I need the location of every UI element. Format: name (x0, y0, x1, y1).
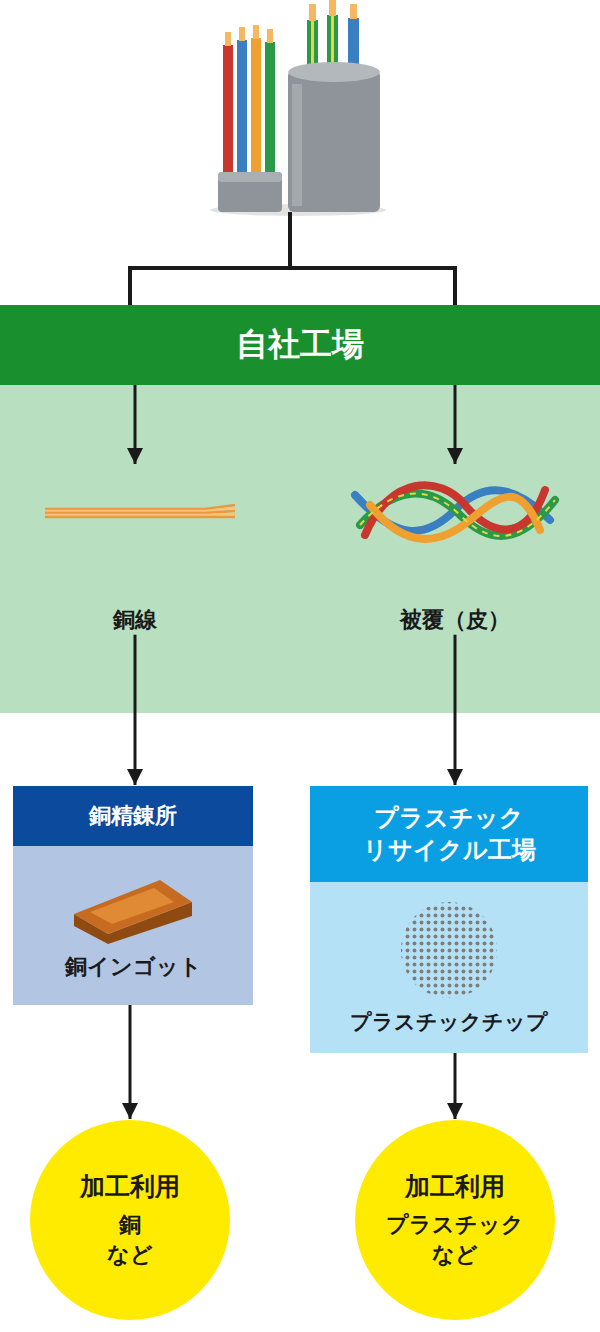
usage-heading: 加工利用 (80, 1170, 180, 1204)
product-label: 銅インゴット (65, 952, 202, 982)
flow-arrow (134, 635, 137, 785)
facility-header: プラスチック リサイクル工場 (310, 786, 588, 882)
facility-body: プラスチックチップ (310, 882, 588, 1053)
flow-arrow (129, 1005, 132, 1119)
usage-body: プラスチック など (382, 1210, 527, 1269)
factory-band: 自社工場銅線 被覆（皮） (0, 305, 600, 713)
material-item: 銅線 (35, 465, 235, 635)
facility-name: 銅精錬所 (89, 801, 177, 831)
factory-region (0, 385, 600, 713)
copper-wire-illustration (35, 465, 235, 565)
sheath-illustration (350, 465, 560, 565)
material-label: 銅線 (35, 605, 235, 635)
usage-body: 銅 など (101, 1210, 158, 1269)
flow-arrow (454, 385, 457, 464)
cable-illustration (210, 0, 386, 216)
flow-arrow (454, 635, 457, 785)
facility-name: プラスチック リサイクル工場 (360, 802, 538, 867)
facility-box: プラスチック リサイクル工場プラスチックチップ (310, 786, 588, 1053)
flow-arrow (454, 1053, 457, 1119)
facility-body: 銅インゴット (13, 846, 253, 1005)
facility-box: 銅精錬所銅インゴット (13, 786, 253, 1005)
copper-ingot-illustration (68, 872, 198, 944)
cable-leader-lines (130, 212, 455, 305)
usage-circle: 加工利用銅 など (30, 1120, 230, 1320)
usage-circle: 加工利用プラスチック など (355, 1120, 555, 1320)
facility-header: 銅精錬所 (13, 786, 253, 846)
material-item: 被覆（皮） (350, 465, 560, 635)
product-label: プラスチックチップ (350, 1008, 548, 1036)
band-heading: 自社工場 (0, 305, 600, 385)
plastic-chip-illustration (397, 898, 501, 1002)
material-label: 被覆（皮） (350, 605, 560, 635)
flow-arrow (134, 385, 137, 464)
usage-heading: 加工利用 (405, 1170, 505, 1204)
